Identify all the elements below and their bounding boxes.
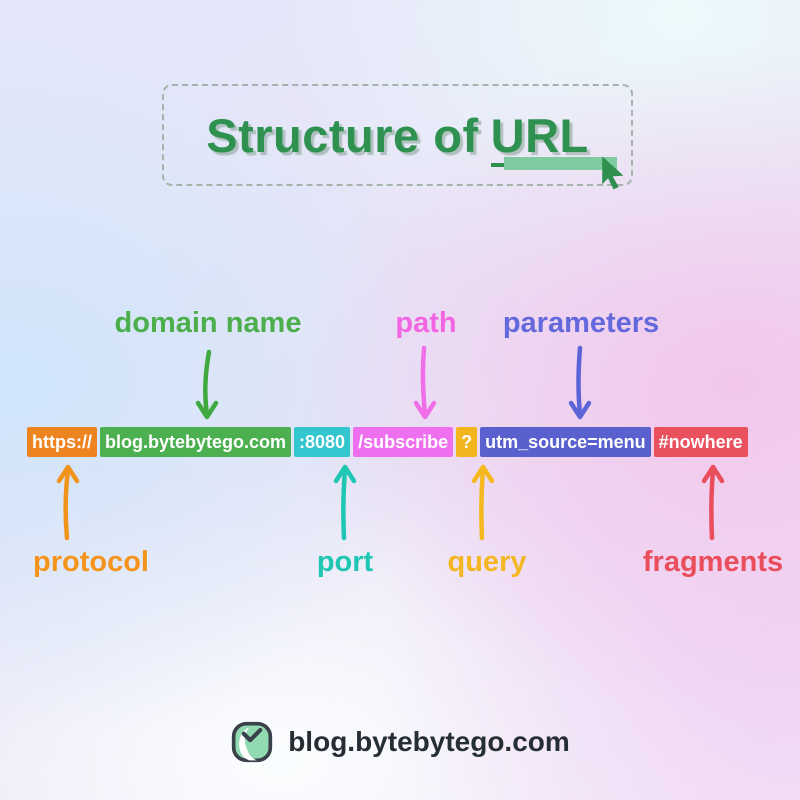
label-port: port	[316, 546, 374, 578]
footer: blog.bytebytego.com	[0, 720, 800, 764]
title-highlight-bar	[504, 157, 617, 170]
path-arrow-down-icon	[413, 345, 437, 420]
footer-site-text: blog.bytebytego.com	[288, 726, 570, 757]
label-query: query	[447, 546, 527, 578]
label-protocol: protocol	[33, 546, 149, 578]
label-domain-name: domain name	[114, 307, 302, 339]
label-parameters: parameters	[502, 307, 660, 339]
title-prefix: Structure of	[206, 108, 479, 162]
mouse-pointer-icon	[602, 156, 624, 190]
url-bar: https:// blog.bytebytego.com :8080 /subs…	[27, 427, 748, 457]
url-segment-port: :8080	[294, 427, 351, 457]
url-segment-fragment: #nowhere	[653, 427, 748, 457]
port-arrow-up-icon	[333, 464, 357, 541]
bytebytego-logo-icon	[232, 721, 273, 763]
protocol-arrow-up-icon	[56, 464, 80, 541]
parameters-arrow-down-icon	[568, 345, 592, 420]
domain-arrow-down-icon	[195, 349, 219, 420]
query-arrow-up-icon	[471, 464, 495, 541]
url-segment-protocol: https://	[27, 427, 97, 457]
url-segment-domain: blog.bytebytego.com	[100, 427, 292, 457]
title-url-word: URL	[490, 108, 589, 167]
fragments-arrow-up-icon	[701, 464, 725, 541]
url-segment-query: ?	[456, 427, 478, 457]
url-segment-parameters: utm_source=menu	[480, 427, 651, 457]
url-segment-path: /subscribe	[353, 427, 454, 457]
label-fragments: fragments	[642, 546, 784, 578]
label-path: path	[395, 307, 457, 339]
